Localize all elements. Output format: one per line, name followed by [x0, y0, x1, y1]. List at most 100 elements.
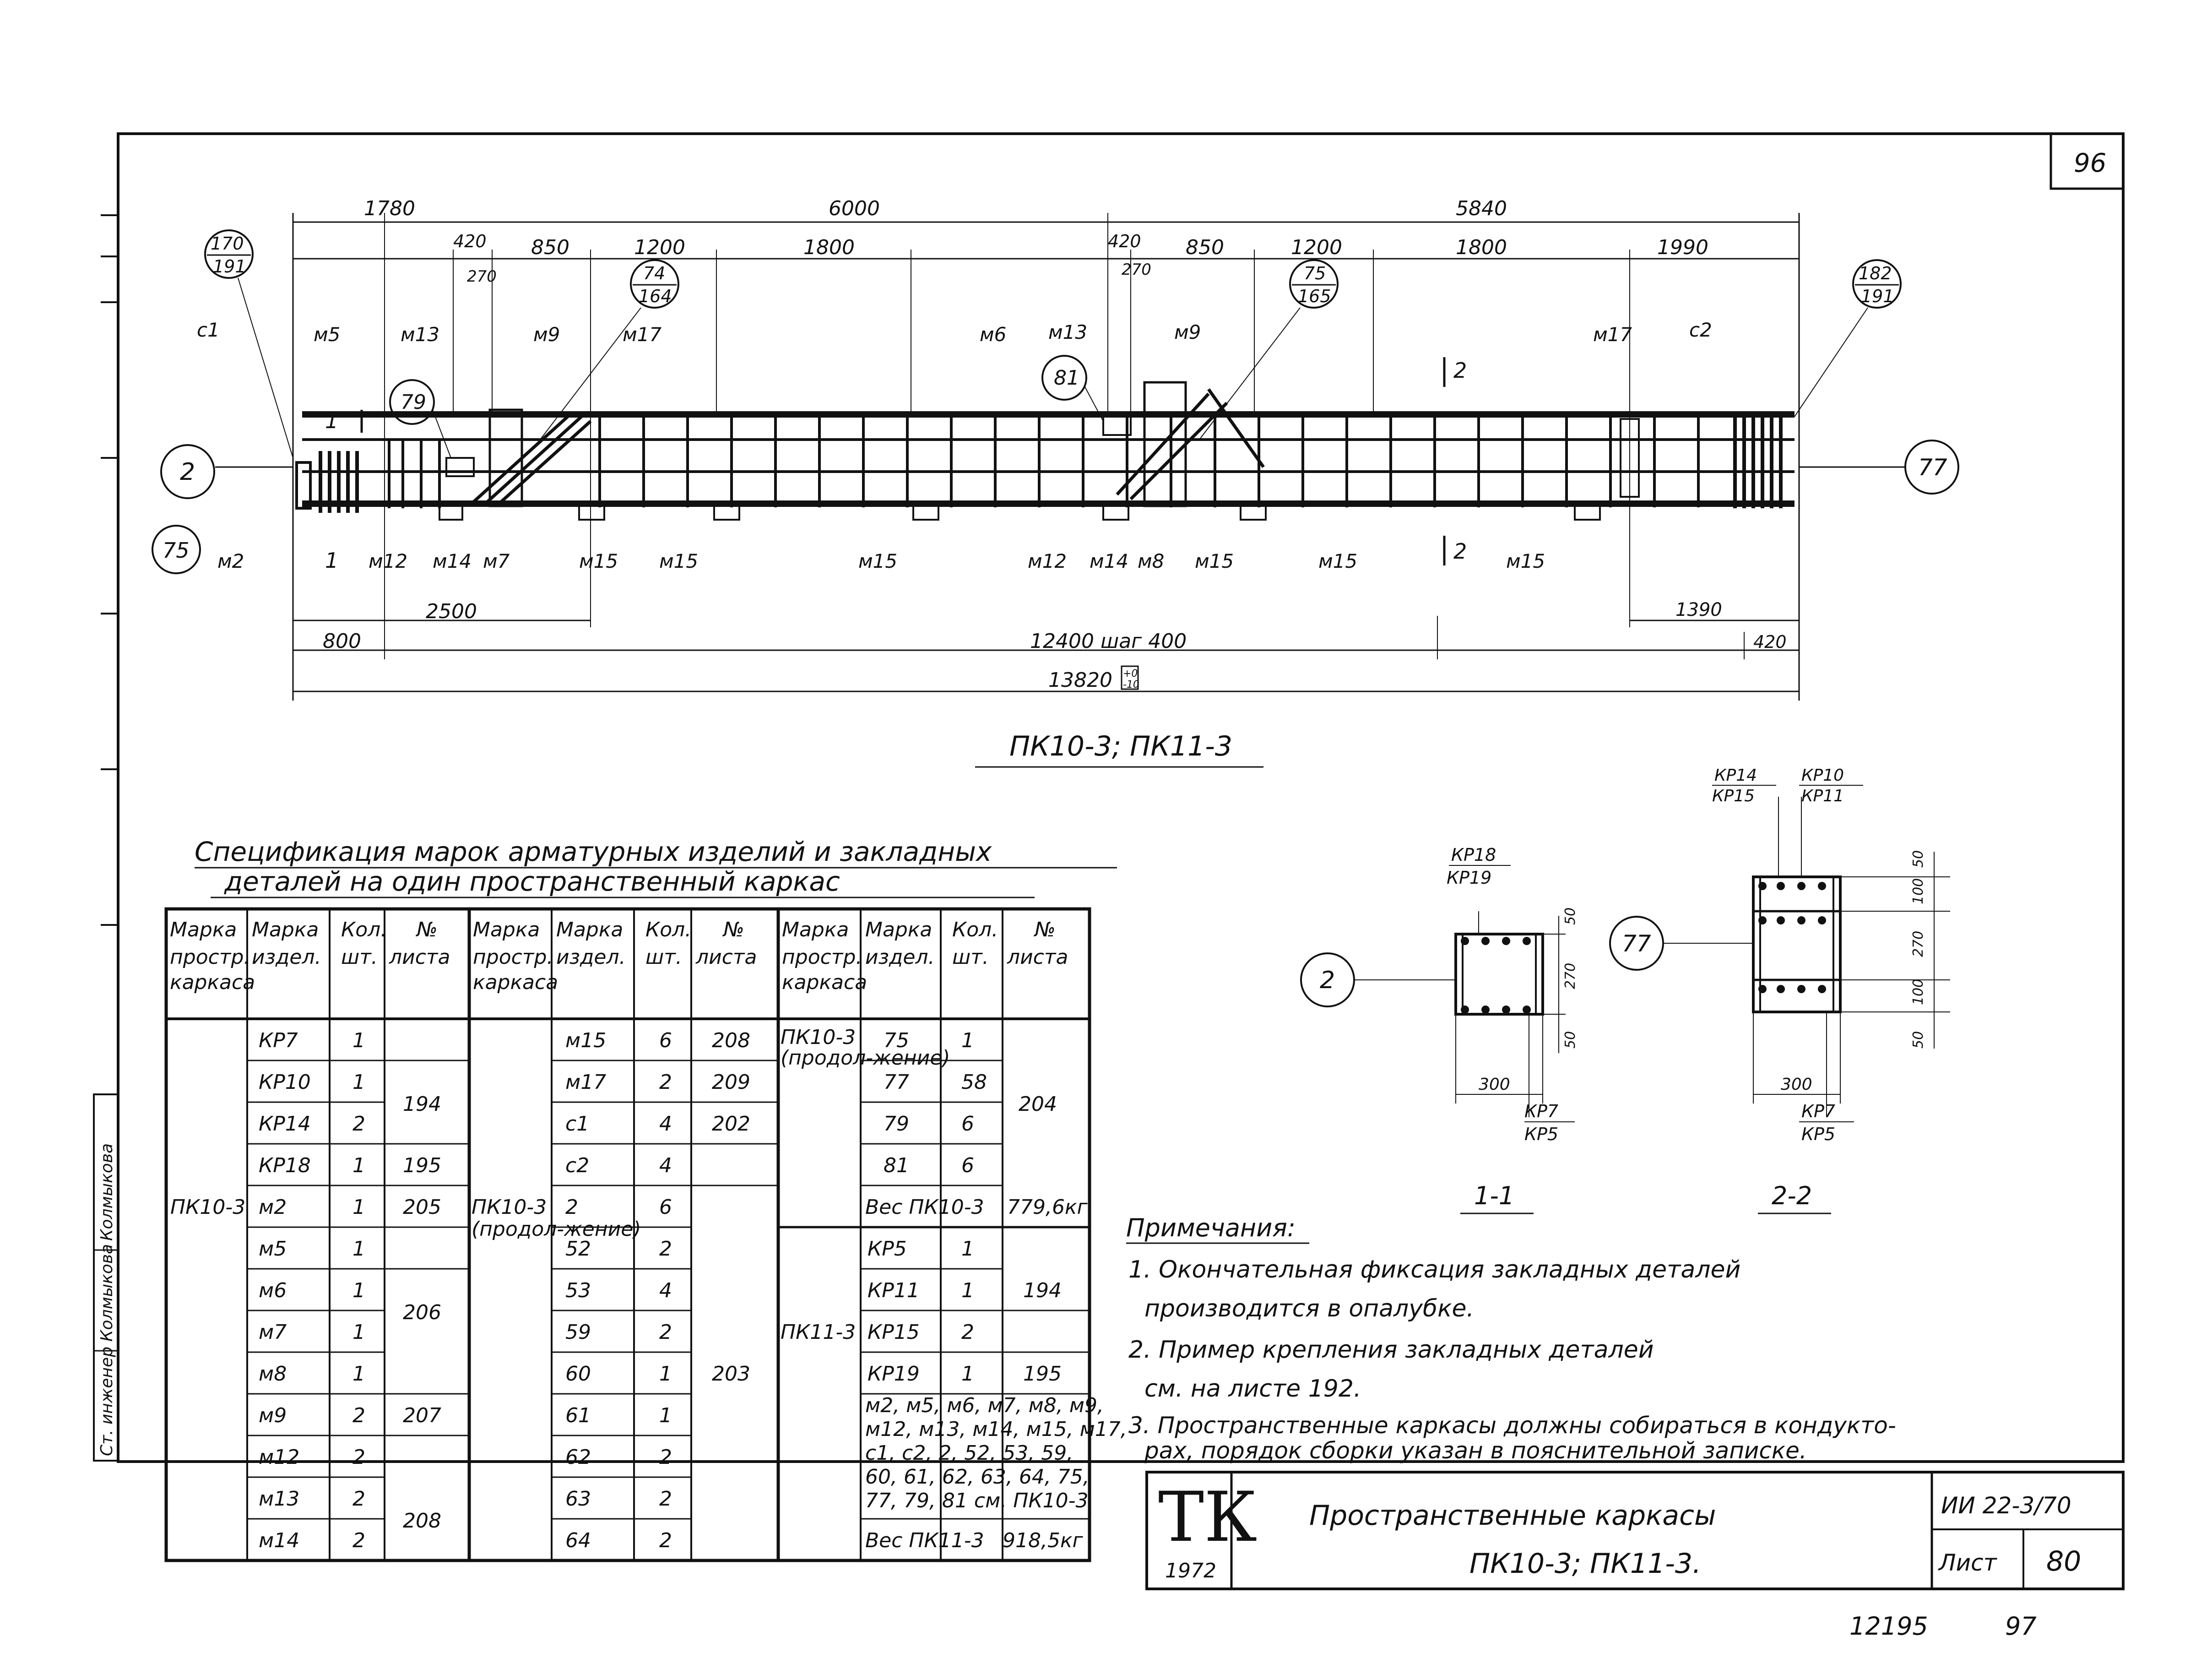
sheet-no: 209: [712, 1071, 750, 1094]
item-qty: 2: [961, 1321, 974, 1344]
item-qty: 1: [352, 1071, 365, 1094]
label-c1: с1: [197, 319, 220, 341]
binding-ticks: [101, 214, 118, 926]
label-c2: с2: [1689, 319, 1712, 341]
svg-text:75: 75: [163, 538, 190, 563]
title-line2: ПК10-3; ПК11-3.: [1469, 1548, 1701, 1580]
item-mark: м2: [259, 1196, 287, 1219]
label-m14-b: м14: [1090, 550, 1128, 572]
dim-800: 800: [323, 630, 361, 653]
header-frame-mark: простр.: [782, 946, 862, 969]
item-mark: м6: [259, 1279, 287, 1302]
dim-270-b: 270: [1122, 261, 1151, 279]
s11-label-kp7: КР7: [1524, 1101, 1558, 1121]
label-m15-f: м15: [1506, 550, 1545, 572]
dim-850-b: 850: [1186, 236, 1224, 259]
header-frame-mark: каркаса: [782, 971, 867, 994]
note-1: 1. Окончательная фиксация закладных дета…: [1128, 1256, 1740, 1283]
s22-label-kp15: КР15: [1712, 787, 1755, 805]
item-mark: 63: [565, 1487, 591, 1511]
header-frame-mark: каркаса: [473, 971, 558, 994]
header-item-mark: издел.: [556, 946, 626, 969]
sheet-no: 206: [403, 1301, 441, 1324]
sheet-no: 203: [712, 1362, 750, 1386]
sheet-no: 202: [712, 1112, 750, 1136]
label-m9-top-b: м9: [1174, 321, 1201, 343]
svg-text:300: 300: [1479, 1075, 1510, 1094]
inclined-bars-left: [470, 408, 592, 507]
spec-title-line2: деталей на один пространственный каркас: [224, 866, 840, 897]
sheet-no: 207: [403, 1404, 441, 1427]
frame-elevation: 1780 6000 5840 420 850 1200 1800 420 850…: [152, 197, 1959, 768]
item-mark: КР7: [259, 1029, 298, 1052]
dim-13820: 13820: [1048, 669, 1112, 692]
svg-text:74: 74: [643, 263, 665, 283]
svg-text:81: 81: [1054, 366, 1079, 390]
item-qty: 2: [659, 1321, 672, 1344]
tol-plus: +0: [1123, 668, 1138, 680]
notes-title: Примечания:: [1126, 1213, 1296, 1242]
callout-74: 74 164: [540, 259, 679, 440]
label-m15-a: м15: [579, 550, 618, 572]
item-qty: 1: [352, 1362, 365, 1386]
header-frame-mark: простр.: [170, 946, 250, 969]
tk-logo: ТК: [1158, 1478, 1257, 1557]
ref-2: 2: [160, 444, 215, 499]
svg-text:270: 270: [1910, 931, 1926, 957]
inclined-bars-right: [1116, 381, 1265, 507]
svg-text:79: 79: [401, 391, 426, 414]
dim-420-c: 420: [1753, 632, 1787, 652]
svg-text:50: 50: [1562, 1031, 1578, 1049]
svg-text:300: 300: [1781, 1075, 1812, 1094]
dim-850-a: 850: [531, 236, 569, 259]
item-mark: 64: [565, 1529, 591, 1552]
dim-1780: 1780: [364, 197, 415, 220]
label-m15-c: м15: [858, 550, 897, 572]
corner-box: [2049, 132, 2125, 190]
header-qty: Кол.: [645, 918, 691, 941]
sheet-no: 194: [1023, 1279, 1062, 1302]
dim-1390: 1390: [1675, 599, 1722, 620]
label-m15-e: м15: [1318, 550, 1357, 572]
item-mark: с2: [565, 1154, 589, 1177]
svg-text:77: 77: [1918, 454, 1947, 481]
header-frame-mark: Марка: [473, 918, 540, 941]
section-1-1: 50 270 50 300 КР18 КР19 КР7 КР5 2 1-1: [1300, 845, 1578, 1214]
item-mark: КР11: [867, 1279, 920, 1302]
label-m17-top: м17: [623, 323, 661, 346]
item-mark: с1: [565, 1112, 589, 1136]
s22-label-kp5: КР5: [1801, 1124, 1835, 1144]
item-qty: 4: [659, 1154, 672, 1177]
item-qty: 1: [352, 1029, 365, 1052]
item-mark: м9: [259, 1404, 287, 1427]
label-m14-a: м14: [433, 550, 472, 572]
item-qty: 58: [961, 1071, 987, 1094]
item-qty: 2: [352, 1529, 365, 1552]
item-qty: 1: [961, 1237, 974, 1261]
header-frame-mark: Марка: [170, 918, 237, 941]
section-2-2-caption: 2-2: [1772, 1181, 1812, 1210]
header-qty: шт.: [341, 946, 378, 969]
item-mark: м5: [259, 1237, 287, 1261]
header-qty: Кол.: [341, 918, 387, 941]
end-mesh-left: [319, 451, 359, 513]
svg-text:50: 50: [1910, 1031, 1926, 1049]
header-item-mark: издел.: [865, 946, 935, 969]
item-qty: 4: [659, 1112, 672, 1136]
svg-text:182: 182: [1859, 263, 1892, 283]
frame-mark: ПК10-3: [472, 1196, 547, 1219]
item-qty: 1: [352, 1196, 365, 1219]
svg-text:165: 165: [1298, 286, 1331, 306]
item-mark: 61: [565, 1404, 591, 1427]
frame-mark: ПК11-3: [781, 1321, 856, 1344]
svg-text:2: 2: [180, 458, 195, 486]
label-m7: м7: [483, 550, 510, 572]
section-mark-1-top: 1: [325, 408, 338, 433]
tol-minus: -10: [1123, 679, 1139, 690]
label-m15-d: м15: [1195, 550, 1234, 572]
header-sheet: №: [415, 918, 438, 941]
svg-text:191: 191: [1861, 286, 1894, 306]
weight-label: Вес ПК10-3: [865, 1196, 984, 1219]
section-mark-1-bottom: 1: [325, 548, 338, 573]
